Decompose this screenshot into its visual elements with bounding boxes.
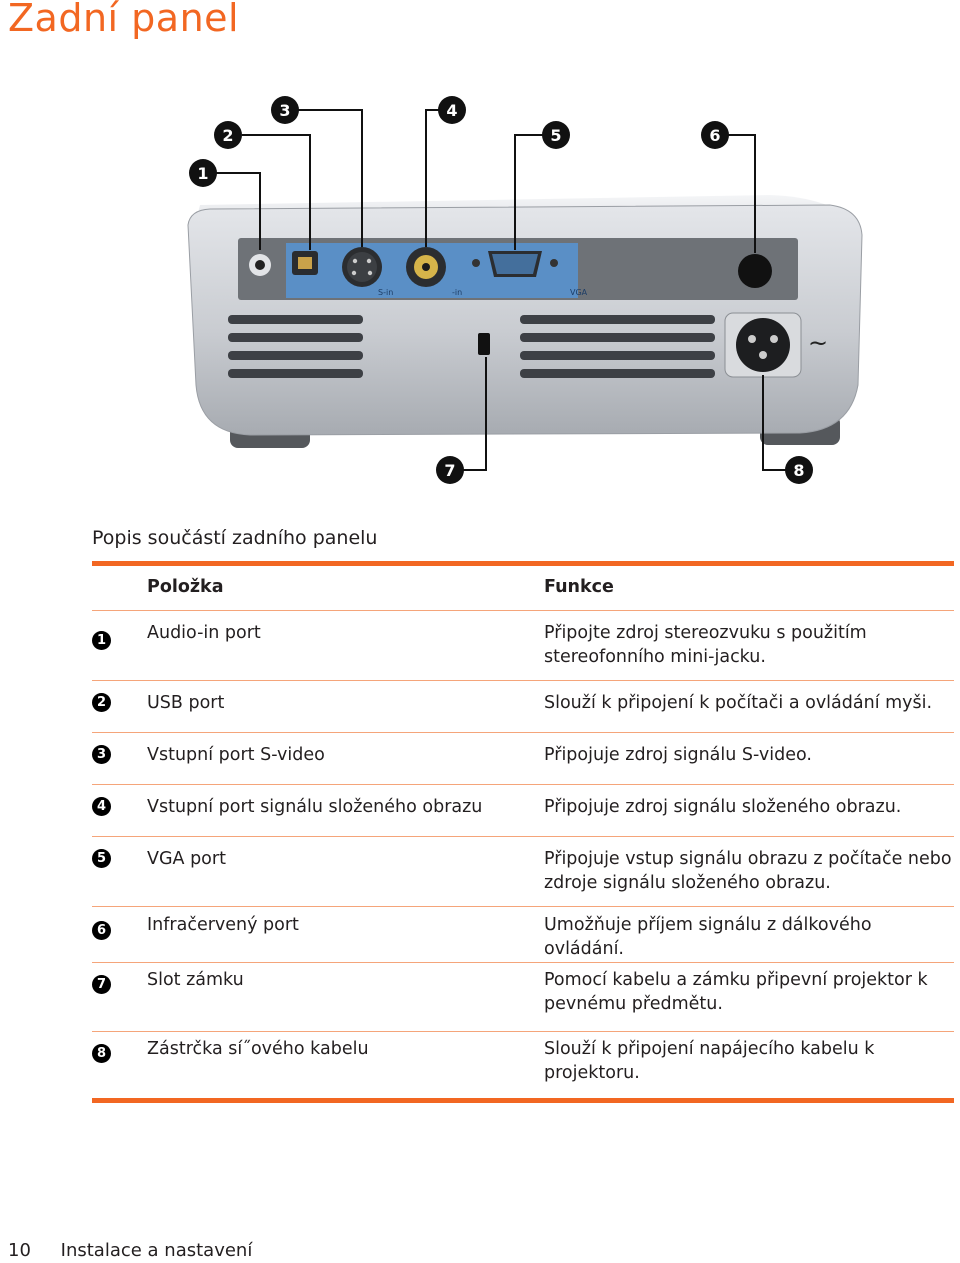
page-title: Zadní panel (8, 0, 240, 40)
svg-text:7: 7 (444, 461, 455, 480)
row-item: USB port (147, 693, 225, 713)
callout-8: 8 (785, 456, 813, 484)
svideo-label: S-in (378, 288, 393, 297)
audio-in-port (249, 254, 271, 276)
row-item: VGA port (147, 849, 226, 869)
svg-text:5: 5 (550, 126, 561, 145)
page-footer: 10 Instalace a nastavení (8, 1240, 252, 1261)
callout-2: 2 (214, 121, 242, 149)
table-row: 7 Slot zámku Pomocí kabelu a zámku připe… (92, 963, 954, 1031)
svg-text:6: 6 (709, 126, 720, 145)
table-top-rule (92, 561, 954, 566)
row-item: Vstupní port signálu složeného obrazu (147, 797, 483, 817)
row-number: 8 (92, 1044, 111, 1063)
row-function: Připojte zdroj stereozvuku s použitím st… (544, 623, 867, 667)
table-caption: Popis součástí zadního panelu (92, 527, 378, 549)
composite-label: -in (452, 288, 462, 297)
vga-label: VGA (570, 288, 588, 297)
svg-text:~: ~ (808, 329, 828, 357)
row-item: Slot zámku (147, 970, 244, 990)
callout-1: 1 (189, 159, 217, 187)
section-name: Instalace a nastavení (60, 1240, 253, 1261)
table-row: 6 Infračervený port Umožňuje příjem sign… (92, 907, 954, 962)
svg-text:2: 2 (222, 126, 233, 145)
header-item: Položka (147, 577, 224, 597)
row-function: Připojuje zdroj signálu S-video. (544, 745, 812, 765)
infrared-sensor (738, 254, 772, 288)
vents-left (228, 315, 363, 378)
usb-port (292, 251, 318, 275)
callout-3: 3 (271, 96, 299, 124)
svg-text:1: 1 (197, 164, 208, 183)
table-row: 1 Audio-in port Připojte zdroj stereozvu… (92, 611, 954, 680)
callout-6: 6 (701, 121, 729, 149)
page-number: 10 (8, 1240, 31, 1261)
row-function: Umožňuje příjem signálu z dálkového ovlá… (544, 915, 872, 959)
row-item: Audio-in port (147, 623, 261, 643)
table-row: 3 Vstupní port S-video Připojuje zdroj s… (92, 733, 954, 784)
row-number: 3 (92, 745, 111, 764)
row-function: Slouží k připojení k počítači a ovládání… (544, 693, 933, 713)
component-table: Položka Funkce 1 Audio-in port Připojte … (92, 561, 954, 1103)
composite-port (406, 247, 446, 287)
table-row: 8 Zástrčka sí˝ového kabelu Slouží k přip… (92, 1032, 954, 1098)
projector-illustration: S-in -in VGA ~ (187, 96, 863, 484)
row-number: 1 (92, 631, 111, 650)
row-function: Slouží k připojení napájecího kabelu k p… (544, 1039, 875, 1083)
row-item: Vstupní port S-video (147, 745, 325, 765)
vga-port (472, 251, 558, 277)
table-row: 2 USB port Slouží k připojení k počítači… (92, 681, 954, 732)
lock-slot (478, 333, 490, 355)
s-video-port (342, 247, 382, 287)
header-function: Funkce (544, 577, 614, 597)
power-inlet: ~ (724, 312, 828, 378)
row-number: 6 (92, 921, 111, 940)
table-row: 5 VGA port Připojuje vstup signálu obraz… (92, 837, 954, 906)
row-number: 4 (92, 797, 111, 816)
row-function: Pomocí kabelu a zámku připevní projektor… (544, 970, 928, 1014)
row-number: 5 (92, 849, 111, 868)
svg-text:8: 8 (793, 461, 804, 480)
table-bottom-rule (92, 1098, 954, 1103)
callout-7: 7 (436, 456, 464, 484)
callout-4: 4 (438, 96, 466, 124)
vents-right (520, 315, 715, 378)
row-number: 2 (92, 693, 111, 712)
callout-5: 5 (542, 121, 570, 149)
row-number: 7 (92, 975, 111, 994)
svg-text:3: 3 (279, 101, 290, 120)
projector-rear-panel-figure: S-in -in VGA ~ (170, 85, 880, 505)
svg-text:4: 4 (446, 101, 457, 120)
table-row: 4 Vstupní port signálu složeného obrazu … (92, 785, 954, 836)
row-function: Připojuje zdroj signálu složeného obrazu… (544, 797, 902, 817)
row-function: Připojuje vstup signálu obrazu z počítač… (544, 849, 952, 893)
row-item: Zástrčka sí˝ového kabelu (147, 1039, 369, 1059)
row-item: Infračervený port (147, 915, 299, 935)
table-header-row: Položka Funkce (92, 566, 954, 610)
